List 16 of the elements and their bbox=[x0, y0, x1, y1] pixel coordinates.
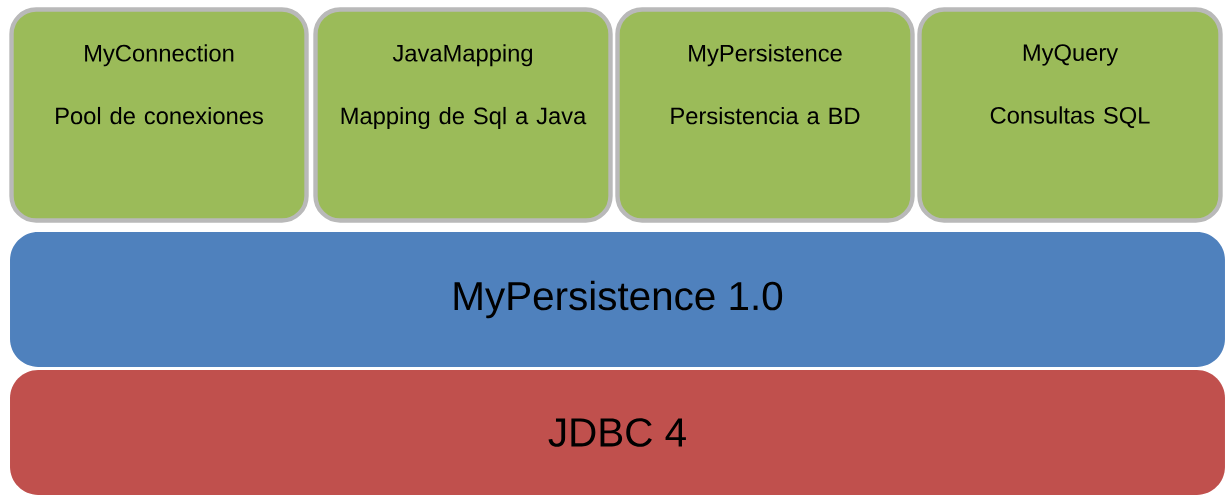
module-title: MyPersistence bbox=[689, 44, 842, 67]
module-title: JavaMapping bbox=[392, 44, 532, 67]
layer-title: MyPersistence 1.0 bbox=[454, 280, 783, 319]
layer-band bbox=[10, 370, 1225, 495]
module-box bbox=[917, 7, 1223, 223]
module-box bbox=[9, 7, 309, 223]
module-box bbox=[615, 7, 915, 223]
module-description: Pool de conexiones bbox=[56, 106, 263, 125]
module-title: MyQuery bbox=[1023, 44, 1119, 66]
module-description: Persistencia a BD bbox=[671, 106, 860, 125]
layer-title: JDBC 4 bbox=[548, 418, 686, 447]
module-title: MyConnection bbox=[85, 44, 234, 67]
layer-band bbox=[10, 232, 1225, 367]
module-description: Mapping de Sql a Java bbox=[341, 106, 587, 130]
module-description: Consultas SQL bbox=[990, 106, 1150, 128]
module-box bbox=[313, 7, 613, 223]
